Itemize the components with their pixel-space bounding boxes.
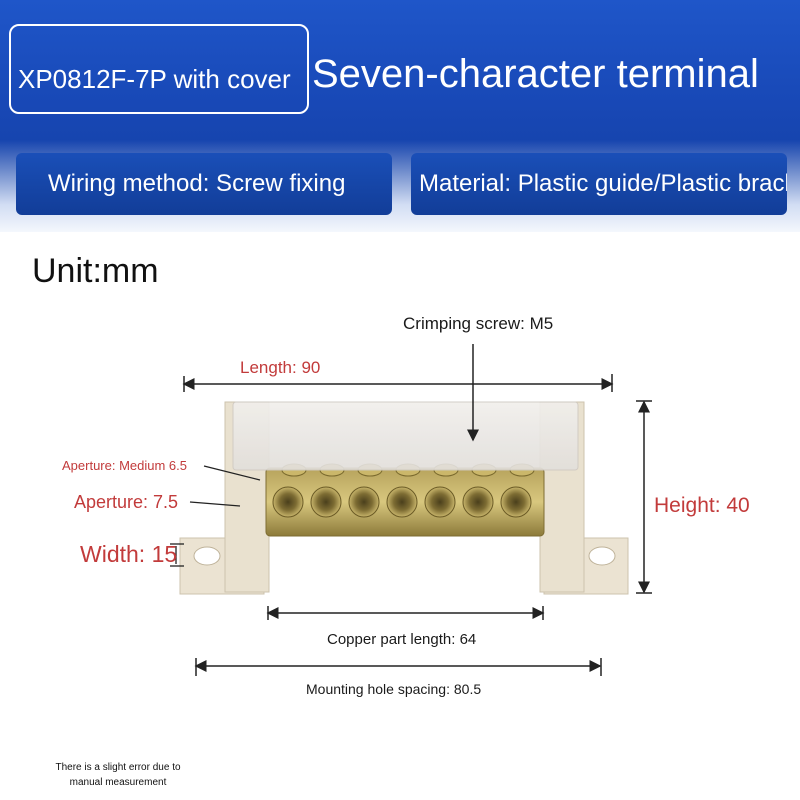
length-label: Length: 90 <box>240 358 321 377</box>
mounting-spacing-label: Mounting hole spacing: 80.5 <box>306 681 482 697</box>
terminal-hole <box>424 486 456 518</box>
terminal-hole <box>310 486 342 518</box>
aperture-pointer <box>189 501 241 507</box>
product-title: Seven-character terminal <box>312 52 759 96</box>
aperture-medium-label: Aperture: Medium 6.5 <box>62 458 188 473</box>
hole-row <box>272 486 532 518</box>
aperture-medium-pointer <box>203 465 261 481</box>
terminal-hole <box>386 486 418 518</box>
terminal-hole <box>348 486 380 518</box>
material-badge: Material: Plastic guide/Plastic bracket <box>411 153 787 215</box>
copper-length-label: Copper part length: 64 <box>327 631 477 648</box>
transparent-cover <box>232 401 579 471</box>
wiring-method-badge: Wiring method: Screw fixing <box>16 153 392 215</box>
aperture-label: Aperture: 7.5 <box>74 492 179 512</box>
width-label: Width: 15 <box>80 541 178 567</box>
height-label: Height: 40 <box>654 494 750 517</box>
terminal-hole <box>272 486 304 518</box>
unit-label: Unit:mm <box>32 252 159 290</box>
model-frame <box>9 24 309 114</box>
model-label: XP0812F-7P with cover <box>18 64 291 94</box>
crimping-screw-label: Crimping screw: M5 <box>403 314 554 333</box>
measurement-note: There is a slight error due to manual me… <box>55 762 181 788</box>
terminal-hole <box>462 486 494 518</box>
terminal-hole <box>500 486 532 518</box>
